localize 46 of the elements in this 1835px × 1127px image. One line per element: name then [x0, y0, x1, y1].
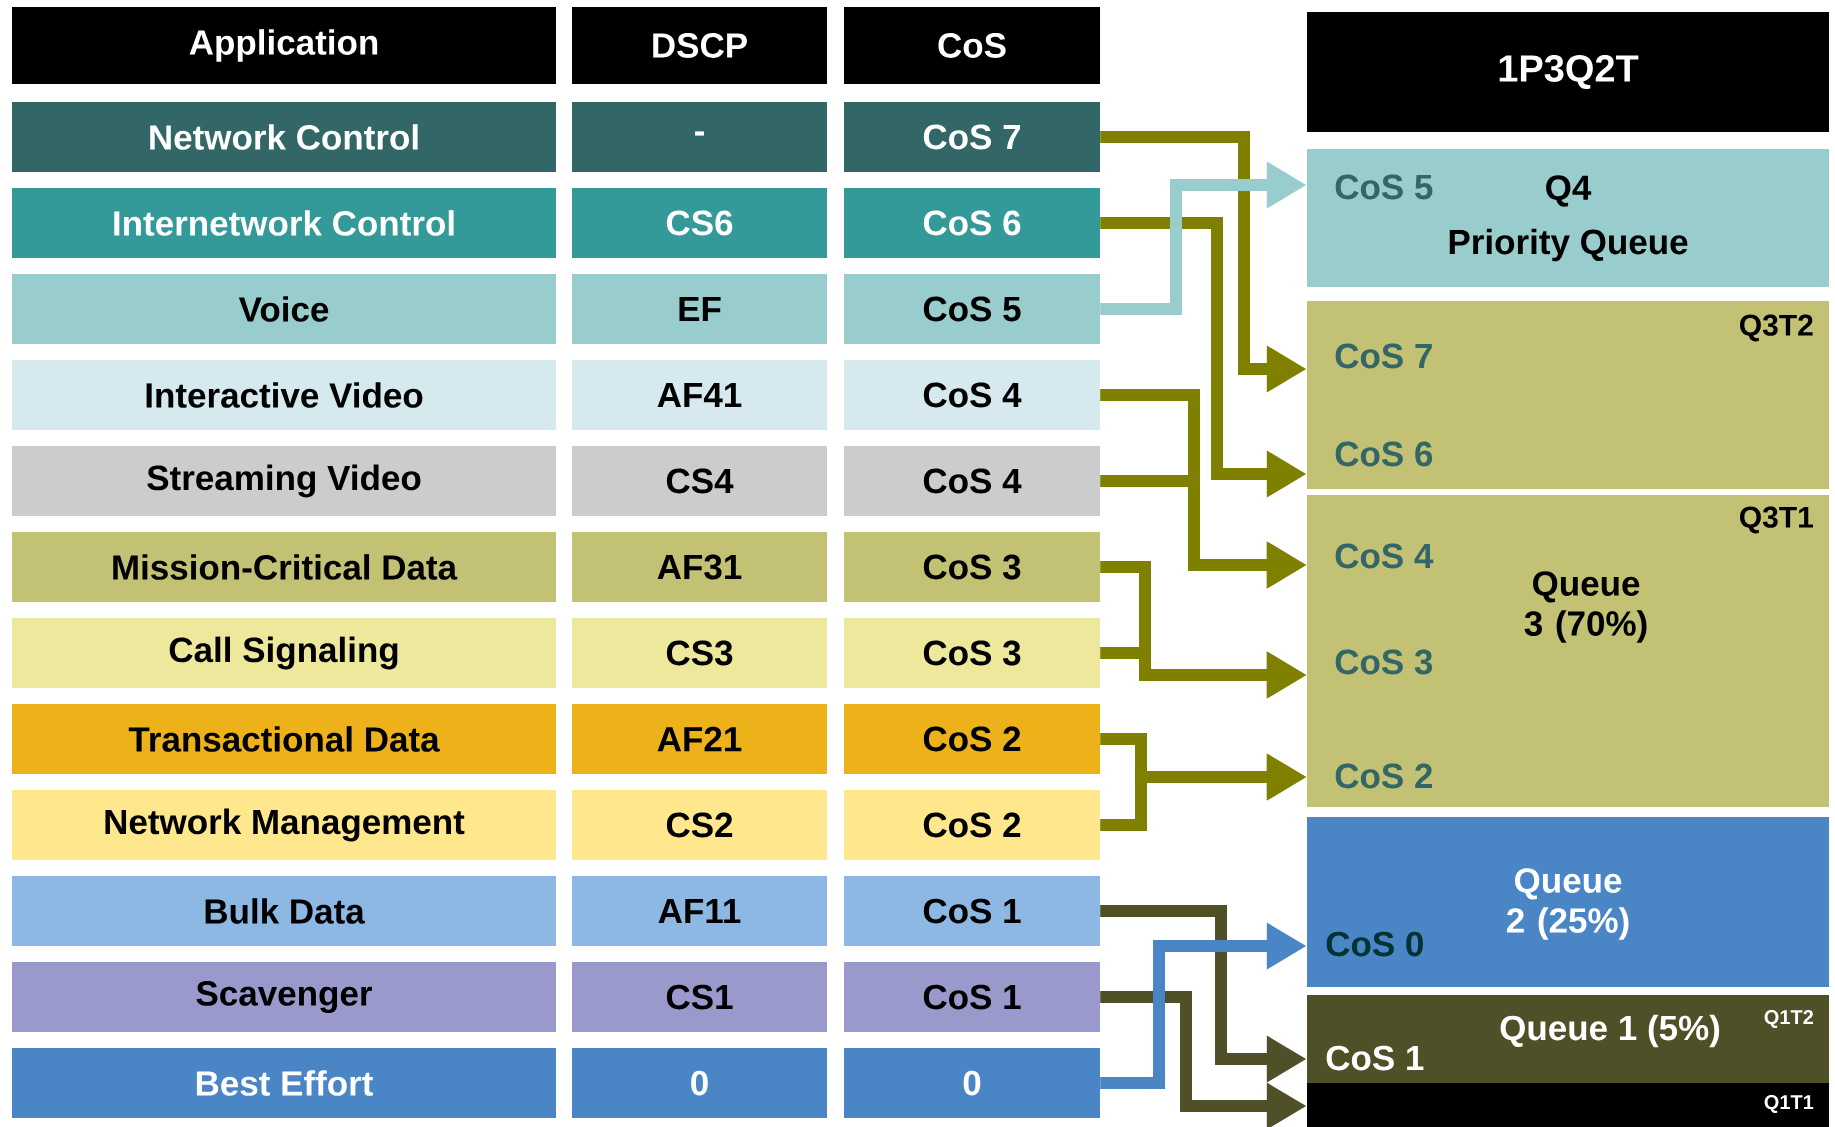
- queue-box: CoS 5 Q4 Priority Queue: [1307, 149, 1830, 287]
- table-cell: Scavenger: [12, 962, 556, 1032]
- threshold-bar: Q1T1: [1307, 1083, 1830, 1127]
- table-cell: AF21: [572, 704, 827, 774]
- table-cell: AF11: [572, 876, 827, 946]
- table-cell: CoS 2: [844, 790, 1100, 860]
- header-cell: Application: [12, 7, 556, 84]
- table-cell: Streaming Video: [12, 446, 556, 516]
- table-cell: CoS 7: [844, 102, 1100, 172]
- table-cell: CoS 1: [844, 962, 1100, 1032]
- table-cell: Interactive Video: [12, 360, 556, 430]
- table-cell: Transactional Data: [12, 704, 556, 774]
- header-cell: DSCP: [572, 7, 827, 84]
- queue-box: Queue 2 (25%) CoS 0: [1307, 817, 1830, 987]
- table-cell: CoS 4: [844, 360, 1100, 430]
- threshold-box: Q3T1 CoS 4 Queue 3 (70%) CoS 3 CoS 2: [1307, 495, 1830, 807]
- header-bar: 1P3Q2T: [1307, 12, 1830, 132]
- table-cell: CS6: [572, 188, 827, 258]
- table-cell: AF41: [572, 360, 827, 430]
- table-cell: EF: [572, 274, 827, 344]
- table-cell: CoS 3: [844, 618, 1100, 688]
- table-cell: CoS 6: [844, 188, 1100, 258]
- table-cell: CS3: [572, 618, 827, 688]
- table-cell: Mission-Critical Data: [12, 532, 556, 602]
- table-cell: Network Management: [12, 790, 556, 860]
- header-cell: CoS: [844, 7, 1100, 84]
- table-cell: Bulk Data: [12, 876, 556, 946]
- table-cell: 0: [844, 1048, 1100, 1118]
- table-cell: Call Signaling: [12, 618, 556, 688]
- table-cell: CS1: [572, 962, 827, 1032]
- table-cell: Best Effort: [12, 1048, 556, 1118]
- table-cell: CoS 3: [844, 532, 1100, 602]
- table-cell: CoS 4: [844, 446, 1100, 516]
- threshold-box: Q3T2 CoS 7 CoS 6: [1307, 301, 1830, 489]
- table-cell: CoS 2: [844, 704, 1100, 774]
- table-cell: -: [572, 102, 827, 172]
- table-cell: CS2: [572, 790, 827, 860]
- table-cell: Voice: [12, 274, 556, 344]
- table-cell: Internetwork Control: [12, 188, 556, 258]
- table-cell: 0: [572, 1048, 827, 1118]
- table-cell: AF31: [572, 532, 827, 602]
- table-cell: Network Control: [12, 102, 556, 172]
- table-cell: CoS 1: [844, 876, 1100, 946]
- table-cell: CoS 5: [844, 274, 1100, 344]
- table-cell: CS4: [572, 446, 827, 516]
- queue-box: Queue 1 (5%) Q1T2 CoS 1: [1307, 995, 1830, 1083]
